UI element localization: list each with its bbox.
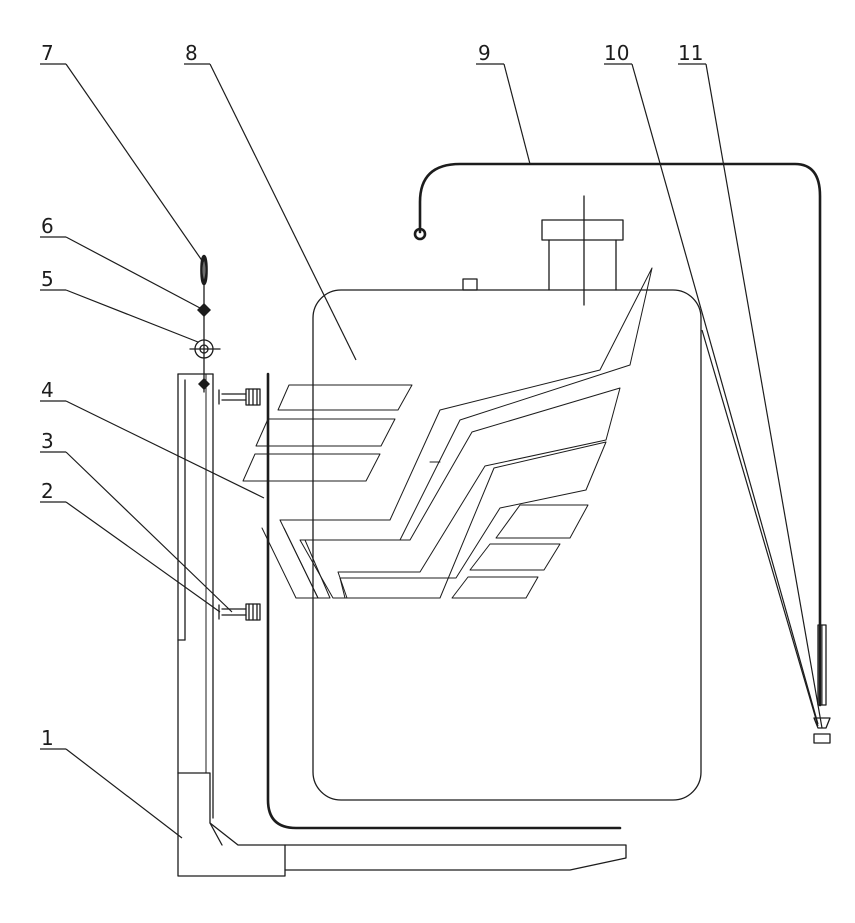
fork-base	[177, 772, 627, 877]
callout-labels: 1 2 3 4 5 6 7 8 9 10 11	[41, 41, 703, 750]
callout-3: 3	[41, 429, 54, 453]
tank-body	[312, 195, 702, 801]
callout-4: 4	[41, 378, 54, 402]
leader-lines	[40, 63, 823, 839]
lower-bolt	[218, 603, 261, 621]
callout-7: 7	[41, 41, 54, 65]
bracket-plate	[266, 372, 622, 830]
callout-6: 6	[41, 214, 54, 238]
sensor-fitting	[813, 624, 831, 744]
callout-8: 8	[185, 41, 198, 65]
callout-5: 5	[41, 267, 54, 291]
callout-9: 9	[478, 41, 491, 65]
mast	[177, 254, 221, 819]
callout-1: 1	[41, 726, 54, 750]
upper-bolt	[218, 388, 261, 406]
tank-decal	[242, 267, 653, 599]
callout-2: 2	[41, 479, 54, 503]
breather-hose	[413, 162, 822, 707]
callout-11: 11	[678, 41, 703, 65]
callout-10: 10	[604, 41, 629, 65]
